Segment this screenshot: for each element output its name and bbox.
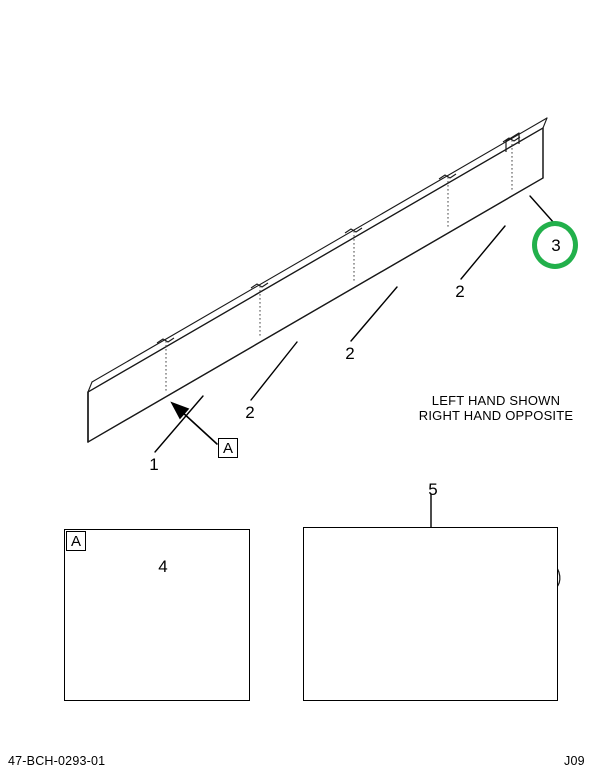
hinge-strip-geometry — [87, 117, 548, 443]
highlight-ring-callout-3 — [532, 221, 578, 269]
handedness-note: LEFT HAND SHOWN RIGHT HAND OPPOSITE — [418, 393, 574, 423]
callout-3: 3 — [551, 236, 561, 255]
hinge-knuckles — [156, 136, 521, 344]
callout-2a: 2 — [245, 403, 255, 422]
drawing-number: 47-BCH-0293-01 — [8, 754, 106, 768]
callout-5: 5 — [428, 480, 438, 499]
detail-box-b — [303, 527, 558, 701]
callout-1: 1 — [149, 455, 159, 474]
section-marker-a: A — [218, 438, 238, 458]
callout-2b: 2 — [345, 344, 355, 363]
callout-2c: 2 — [455, 282, 465, 301]
callout-4: 4 — [158, 557, 168, 576]
leader-lines-main — [154, 195, 555, 453]
detail-label-a: A — [66, 531, 86, 551]
hinge-end-notch — [505, 132, 520, 152]
section-arrow-a — [170, 401, 218, 445]
detail-box-a — [64, 529, 250, 701]
sheet-code: J09 — [564, 754, 585, 768]
hinge-segment-seams — [165, 140, 513, 391]
